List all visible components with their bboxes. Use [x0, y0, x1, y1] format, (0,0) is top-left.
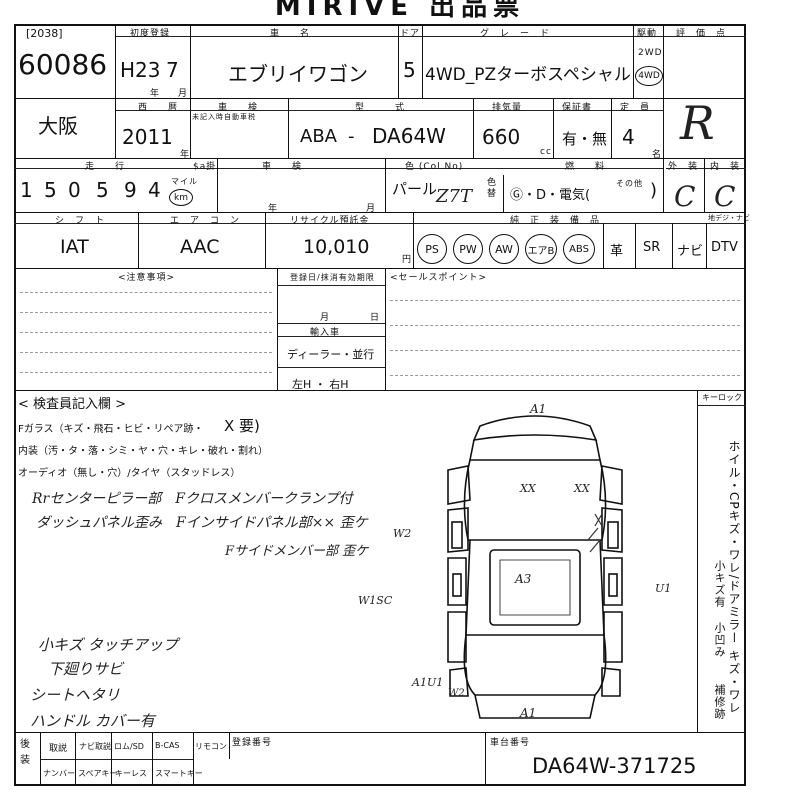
year-ad: 2011	[122, 125, 173, 149]
keylock-label: キーロック	[702, 393, 742, 402]
reg-value: H23	[120, 58, 161, 82]
footer-item-remote: リモコン	[195, 742, 227, 751]
footer-item-rom-sd: ロム/SD	[114, 742, 144, 751]
inspector-note-1: Rrセンターピラー部 Fクロスメンバークランプ付	[32, 491, 353, 507]
footer-item-navi-manual: ナビ取説	[79, 742, 111, 751]
mileage-km-circled: km	[169, 189, 193, 206]
score-value: R	[680, 96, 715, 150]
diagram-mark-hood-right: XX	[574, 482, 590, 495]
chassis-number: DA64W-371725	[532, 754, 697, 778]
right-note-wheel: ホイル・CPキズ・ワレ/ドアミラー キズ・ワレ	[727, 440, 741, 715]
fuel-value: Ⓖ・D・電気(	[510, 188, 591, 203]
diagram-mark-w2-rear: W2	[448, 688, 465, 699]
footer-item-smart-key: スマートキー	[155, 769, 203, 778]
reg-number-label: 登録番号	[232, 738, 273, 748]
divider-row1	[14, 98, 746, 99]
right-note-repair: 補修跡	[713, 684, 726, 720]
footer-item-bcas: B-CAS	[155, 741, 180, 750]
footer-item-plate: ナンバー	[43, 769, 75, 778]
warranty-value: 有・無	[562, 130, 608, 148]
inspector-note-4: 小キズ タッチアップ	[38, 636, 178, 654]
inspector-note-2: ダッシュパネル歪み Fインサイドパネル部×× 歪ケ	[36, 515, 368, 531]
footer-item-spare-key: スペアキー	[78, 769, 118, 778]
chassis-label: 車台番号	[490, 738, 531, 748]
diagram-mark-hood-left: XX	[520, 482, 536, 495]
inspector-note-7: ハンドル カバー有	[30, 712, 155, 730]
diagram-mark-roof: A3	[515, 572, 532, 586]
exterior-grade: C	[674, 180, 696, 213]
vehicle-name: エブリイワゴン	[228, 62, 368, 86]
fglass-line: Fガラス（キズ・飛石・ヒビ・リペア跡・	[18, 424, 204, 435]
equip-abs: ABS	[563, 234, 595, 264]
color-code: Z7T	[436, 186, 472, 207]
diagram-mark-u1: U1	[655, 582, 672, 595]
inspection-title: < 検査員記入欄 >	[18, 397, 127, 412]
footer-item-manual: 取説	[49, 744, 68, 754]
equip-sunroof: SR	[643, 240, 661, 255]
shift-value: IAT	[60, 236, 89, 258]
drive-4wd-circled: 4WD	[635, 66, 663, 86]
kouki-label: 後装	[20, 739, 31, 766]
lot-number: 60086	[18, 48, 108, 81]
inspector-note-6: シートヘタリ	[30, 686, 121, 704]
location: 大阪	[38, 114, 78, 138]
interior-line: 内装（汚・タ・落・シミ・ヤ・穴・キレ・破れ・割れ）	[18, 446, 268, 457]
equip-dtv: DTV	[711, 240, 738, 255]
divider-row3	[14, 212, 746, 213]
car-damage-diagram	[447, 415, 623, 719]
equip-navi: ナビ	[677, 244, 704, 259]
grade-value: 4WD_PZターボスペシャル	[425, 65, 631, 85]
inspector-note-5: 下廻りサビ	[48, 660, 124, 678]
equip-pw: PW	[453, 234, 483, 264]
displacement: 660	[482, 125, 521, 149]
sales-point-label: <セールスポイント>	[390, 273, 488, 283]
reg-month: 7	[166, 58, 179, 82]
diagram-mark-a1u1: A1U1	[412, 676, 444, 689]
divider-row4	[14, 268, 746, 269]
diagram-mark-w1sc: W1SC	[358, 594, 393, 607]
equip-leather: 革	[610, 244, 624, 259]
ac-value: AAC	[180, 236, 220, 258]
name-label: 車 名	[270, 29, 311, 39]
door-count: 5	[403, 58, 416, 82]
audio-tire-line: オーディオ（無し・穴）/タイヤ（スタッドレス）	[18, 468, 241, 479]
equip-aw: AW	[489, 234, 519, 264]
equip-airbag: エアB	[525, 234, 557, 264]
sheet-title: MIRIVE 出品票	[274, 0, 526, 22]
caution-label: <注意事項>	[118, 273, 176, 283]
right-note-small-scratch: 小キズ有	[713, 560, 726, 608]
inspector-note-3: Fサイドメンバー部 歪ケ	[225, 544, 369, 559]
model-code: DA64W	[372, 124, 446, 148]
dealer-parallel: ディーラー・並行	[287, 348, 375, 361]
divider-row2	[14, 158, 746, 159]
steering-side: 左H ・ 右H	[292, 378, 349, 391]
right-note-small-dent: 小凹み	[713, 622, 726, 658]
color-name: パール	[392, 180, 438, 198]
diagram-mark-rear: A1	[520, 706, 537, 720]
recycle-fee: 10,010	[303, 236, 370, 258]
footer-item-keyless: キーレス	[115, 769, 147, 778]
reg-label: 初度登録	[130, 29, 171, 39]
divider-footer	[14, 732, 746, 733]
lot-label: [2038]	[26, 27, 63, 40]
interior-grade: C	[714, 180, 736, 213]
diagram-mark-front: A1	[530, 402, 547, 416]
diagram-mark-w2: W2	[393, 527, 412, 540]
divider-notes	[14, 390, 746, 391]
capacity-value: 4	[622, 125, 635, 149]
equip-ps: PS	[417, 234, 447, 264]
